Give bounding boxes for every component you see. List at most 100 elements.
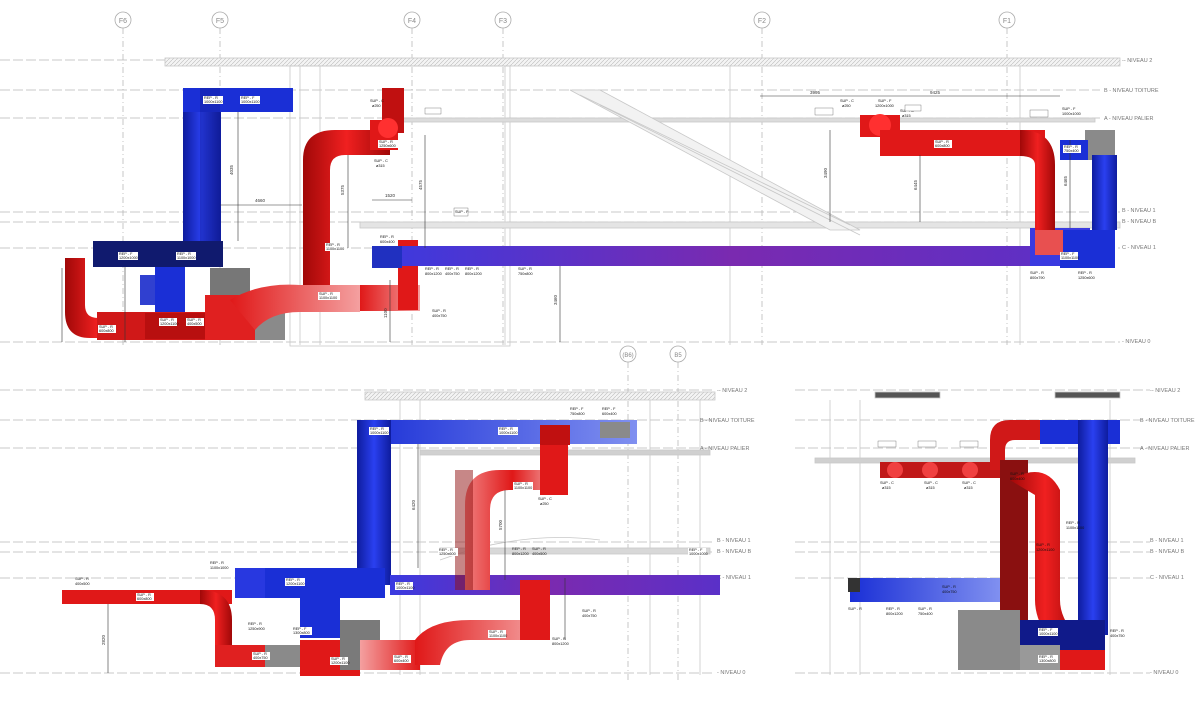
label-size-1: 1000x1100 [204, 100, 223, 104]
level-niveau2-br: -- NIVEAU 2 [1150, 388, 1180, 394]
label-sup-r-1: SUP - R [160, 318, 174, 322]
label-sup-c-1: SUP - C [370, 99, 384, 103]
br-label-sup-r-5: SUP - R [942, 585, 956, 589]
bl-label-size-2: 600x800 [137, 597, 152, 601]
level-niveau0-top: - NIVEAU 0 [1122, 339, 1150, 345]
label-rep-f-2: REP - F [119, 252, 133, 256]
top-level-labels: -- NIVEAU 2 B - NIVEAU TOITURE A - NIVEA… [1104, 58, 1159, 345]
level-toiture-br: B - NIVEAU TOITURE [1140, 418, 1195, 424]
dim-6445: 6445 [913, 179, 918, 190]
bl-label-size-4: 1200x1100 [286, 582, 305, 586]
label-rep-f-1: REP - F [241, 96, 255, 100]
top-dimension-texts: 4660 4035 1520 5375 4575 3490 6445 3995 … [229, 90, 1068, 318]
dim-3460: 3460 [553, 294, 558, 305]
bl-label-sup-r-1: SUP - R [75, 577, 89, 581]
top-duct-labels: REP - R 1000x1100 REP - F 1000x1100 REP … [98, 96, 1095, 333]
label-rep-r-5: REP - R [425, 267, 439, 271]
bl-label-rep-r-7: REP - R [396, 582, 410, 586]
label-size-8: 1100x1100 [319, 296, 337, 300]
bottom-right-section: -- NIVEAU 2 B - NIVEAU TOITURE A - NIVEA… [795, 388, 1195, 676]
bl-label-size-23: 1250x600 [439, 552, 456, 556]
grid-bubble-b5 [669, 345, 687, 363]
label-size-12: 1250x600 [379, 144, 396, 148]
level-niveau0-br: - NIVEAU 0 [1150, 670, 1178, 676]
bl-label-rep-f-4: REP - F [689, 548, 703, 552]
dim-5375: 5375 [340, 184, 345, 195]
bl-label-size-12: 800x1200 [552, 642, 569, 646]
label-size-6: 600x800 [99, 329, 114, 333]
dim-1520: 1520 [385, 193, 396, 198]
bl-label-sup-r-7: SUP - R [582, 609, 596, 613]
br-label-size-6: 1200x1100 [1036, 548, 1055, 552]
label-size-16: 400x750 [445, 272, 460, 276]
bl-label-sup-r-10: SUP - R [532, 547, 546, 551]
bl-label-size-8: 1200x1100 [331, 661, 350, 665]
bl-label-size-21: 1000x1000 [689, 552, 708, 556]
bl-gridlines [627, 362, 679, 680]
dim-2820: 2820 [101, 634, 106, 645]
dim-9425: 9425 [930, 90, 941, 95]
top-dimension-lines [61, 95, 1071, 342]
dim-1100: 1100 [383, 308, 388, 318]
label-size-14: 600x400 [380, 240, 395, 244]
label-size-23: 1000x1000 [1062, 112, 1081, 116]
level-palier-br: A - NIVEAU PALIER [1140, 446, 1189, 452]
br-ahu [958, 610, 1020, 670]
label-sup-r-5: SUP - R [432, 309, 446, 313]
top-grid-bubbles: F6 F5 F4 F3 F2 F1 [114, 11, 1016, 29]
bl-return-top-horizontal [357, 420, 637, 444]
bl-label-rep-r-4: REP - R [370, 427, 384, 431]
level-niveau1c-top: C - NIVEAU 1 [1122, 245, 1156, 251]
bl-label-size-13: 1000x1100 [370, 431, 389, 435]
top-supply-duct-left [65, 258, 420, 340]
dim-3490: 3490 [823, 167, 828, 178]
label-sup-r-8: SUP - R [935, 140, 949, 144]
br-label-size-1: ø315 [882, 486, 891, 490]
bottom-left-section: (B6) B5 -- NIVEAU 2 B - NIVEAU TOITURE A… [0, 345, 755, 680]
label-sup-f-3: SUP - F [1062, 107, 1076, 111]
bl-label-size-17: 1100x1100 [514, 486, 532, 490]
label-rep-r-9: REP - R [1078, 271, 1092, 275]
level-niveau2-bl: -- NIVEAU 2 [717, 388, 747, 394]
bl-label-size-16: 600x400 [602, 412, 617, 416]
label-size-9: 400x750 [432, 314, 447, 318]
br-label-rep-r-2: REP - R [886, 607, 900, 611]
bl-label-sup-r-3: SUP - R [253, 652, 267, 656]
bl-label-size-10: 1100x1100 [489, 634, 507, 638]
br-label-size-12: 1000x1100 [1039, 632, 1058, 636]
bl-label-size-9: 600x400 [394, 659, 409, 663]
dim-4035: 4035 [229, 164, 234, 175]
label-sup-f-1: SUP - F [455, 210, 469, 214]
dim-6420: 6420 [411, 499, 416, 510]
dim-3995: 3995 [810, 90, 821, 95]
bl-label-size-1: 400x500 [75, 582, 90, 586]
bl-label-size-14: 1000x1100 [499, 431, 518, 435]
label-size-15: 800x1200 [425, 272, 442, 276]
label-rep-r-1: REP - R [204, 96, 218, 100]
br-label-size-9: 750x400 [918, 612, 933, 616]
br-label-size-10: 400x750 [942, 590, 957, 594]
br-label-size-5: 1100x1100 [1066, 526, 1084, 530]
label-size-18: 750x800 [518, 272, 533, 276]
bl-duct-labels: SUP - R 400x500 SUP - R 600x800 REP - R … [75, 407, 708, 665]
level-niveau1c-br: C - NIVEAU 1 [1150, 575, 1184, 581]
level-palier-bl: A - NIVEAU PALIER [700, 446, 749, 452]
bl-label-sup-c-1: SUP - C [538, 497, 552, 501]
top-section: F6 F5 F4 F3 F2 F1 -- NIVEAU 2 B - NIVEAU… [0, 11, 1159, 347]
label-size-10: ø250 [372, 104, 381, 108]
bl-label-rep-r-1: REP - R [210, 561, 224, 565]
grid-bubble-f6 [114, 11, 132, 29]
label-size-13: 1100x1100 [326, 247, 344, 251]
dim-6465: 6465 [1063, 175, 1068, 186]
br-label-rep-r-3: REP - R [1110, 629, 1124, 633]
bl-return-duct [235, 420, 720, 638]
br-label-sup-c-2: SUP - C [924, 481, 938, 485]
bl-label-sup-r-5: SUP - R [394, 655, 408, 659]
br-label-sup-c-1: SUP - C [880, 481, 894, 485]
bl-label-sup-r-6: SUP - R [489, 630, 503, 634]
label-sup-r-2: SUP - R [99, 325, 113, 329]
label-sup-r-3: SUP - R [187, 318, 201, 322]
level-niveau1c-bl: C - NIVEAU 1 [717, 575, 751, 581]
bl-label-rep-r-2: REP - R [286, 578, 300, 582]
